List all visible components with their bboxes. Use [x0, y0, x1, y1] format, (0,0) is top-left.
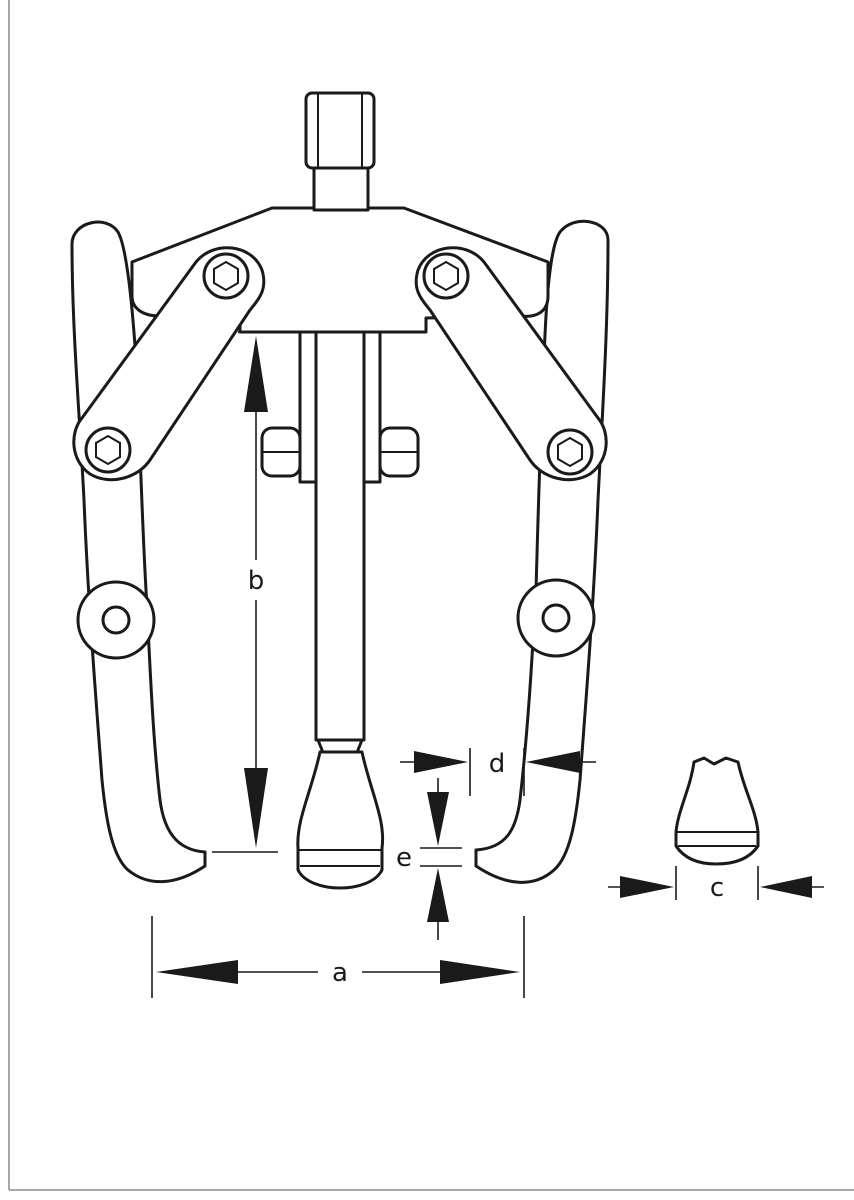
leg-rollers: [76, 578, 596, 660]
spindle-neck: [312, 166, 370, 212]
right-upper-pivot: [422, 252, 470, 300]
dimension-e: e: [396, 778, 462, 940]
dim-d-label: d: [489, 749, 506, 779]
dimension-b: b: [212, 331, 278, 853]
guide-nuts: [260, 426, 420, 478]
spindle-head: [304, 91, 376, 212]
dim-d-arrow-right: [526, 751, 580, 773]
pressure-foot: [296, 750, 385, 890]
dim-a-arrow-right: [440, 960, 520, 984]
dim-e-arrow-up: [427, 868, 449, 922]
dim-b-arrow-down: [244, 768, 268, 848]
dim-a-label: a: [332, 958, 348, 988]
dim-c-label: c: [710, 873, 724, 903]
dimension-c: c: [608, 866, 824, 903]
spindle: [298, 330, 382, 782]
left-upper-pivot: [202, 252, 250, 300]
dim-e-arrow-down: [427, 792, 449, 846]
dim-e-label: e: [396, 843, 412, 873]
left-link-arm: [72, 246, 266, 482]
dim-b-label: b: [248, 566, 265, 596]
dimension-a: a: [151, 916, 525, 998]
hex-head: [304, 91, 376, 170]
dimension-d: d: [400, 748, 596, 796]
dim-c-arrow-left: [620, 876, 674, 898]
right-link-arm: [414, 246, 608, 482]
dim-a-arrow-left: [156, 960, 238, 984]
left-lower-pivot: [84, 426, 132, 474]
dim-b-arrow-up: [244, 336, 268, 412]
dim-d-arrow-left: [414, 751, 468, 773]
jaw-tip-detail: [674, 756, 760, 866]
spindle-rod: [314, 330, 366, 742]
dim-c-arrow-right: [760, 876, 812, 898]
right-lower-pivot: [546, 428, 594, 476]
